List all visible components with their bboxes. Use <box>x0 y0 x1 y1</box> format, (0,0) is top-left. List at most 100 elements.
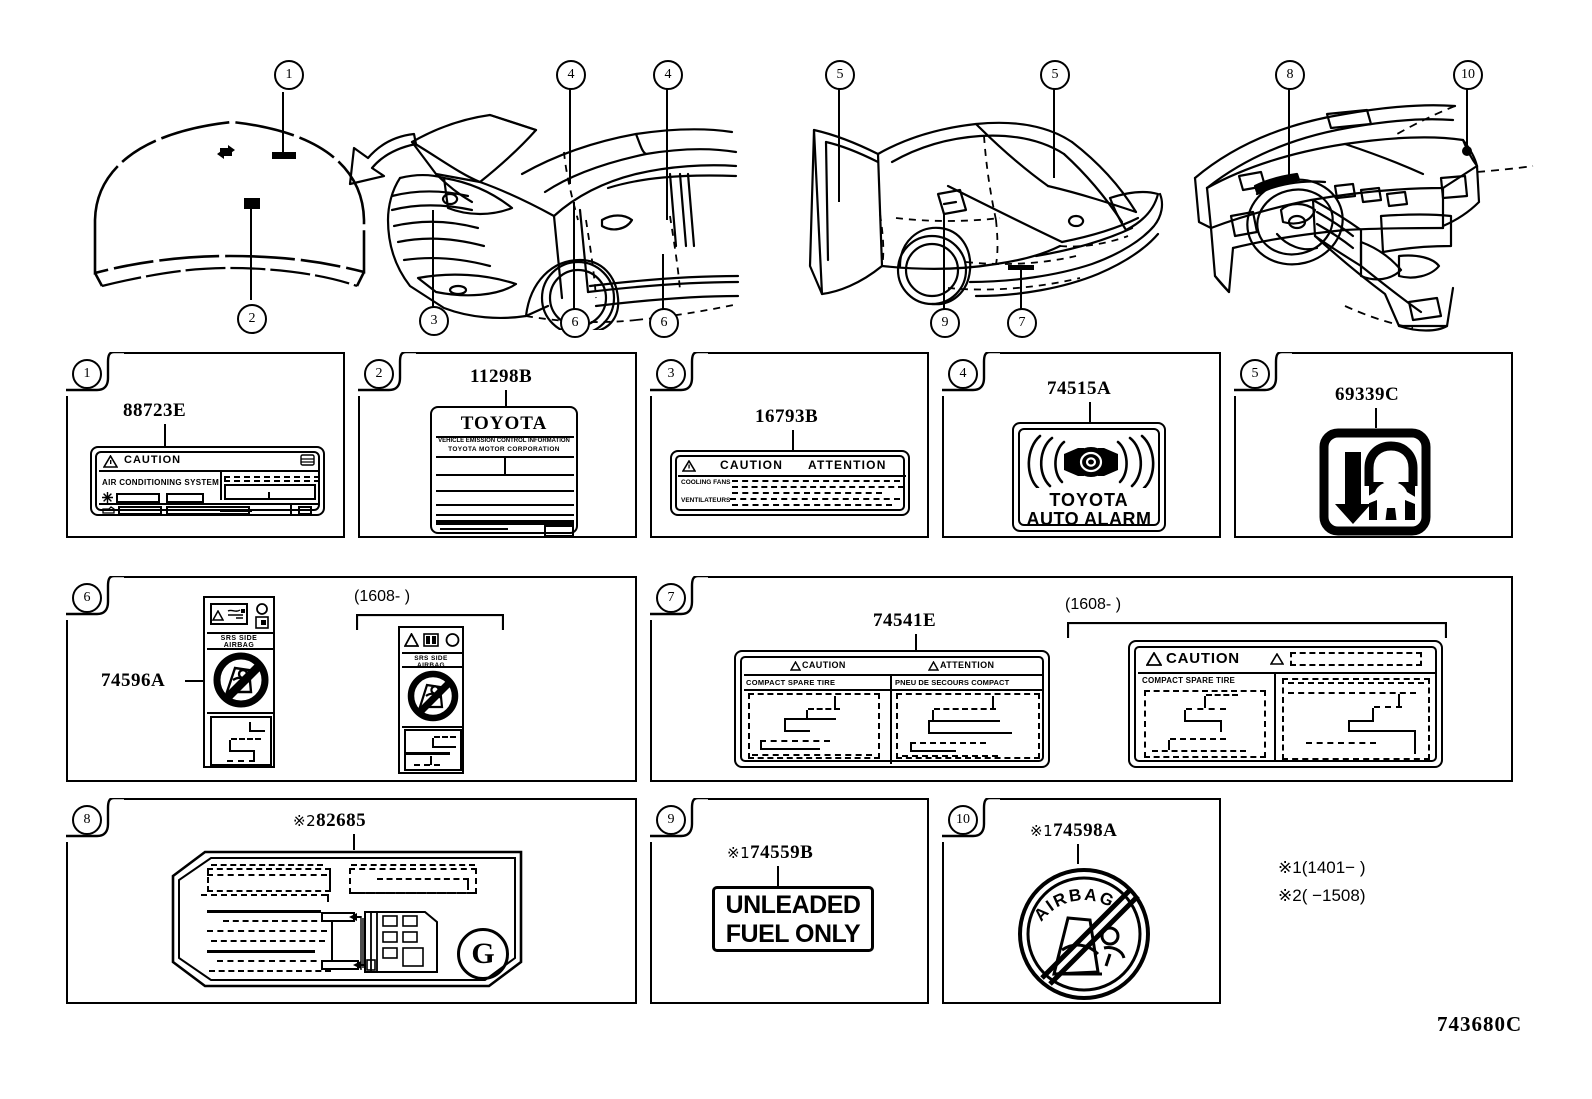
plate-header-rule <box>99 470 320 472</box>
v1-s1 <box>1206 694 1238 696</box>
plate-scribble-1 <box>434 736 456 738</box>
plate-heading: CAUTION <box>1166 650 1240 667</box>
f-l3 <box>211 940 325 942</box>
callout-6a-label: 6 <box>571 315 579 330</box>
fuse-text-block-tl <box>207 868 331 892</box>
warning-triangle-icon-2 <box>1270 653 1284 665</box>
panel-6-number[interactable]: 6 <box>72 583 102 613</box>
plate-row2-label: VENTILATEURS <box>681 497 731 504</box>
callout-bubble-3[interactable]: 3 <box>419 306 449 336</box>
c1-s9 <box>760 748 820 750</box>
panel-7-number[interactable]: 7 <box>656 583 686 613</box>
unleaded-fuel-plate-74559B: UNLEADED FUEL ONLY <box>712 886 874 952</box>
panel-8-number[interactable]: 8 <box>72 805 102 835</box>
footnote-1-mark: ※1 <box>1278 858 1302 877</box>
f-band2 <box>207 950 315 953</box>
v2-s3 <box>1374 706 1402 708</box>
plate-line-2: TOYOTA MOTOR CORPORATION <box>448 446 560 453</box>
warning-triangle-icon-fr <box>928 661 939 671</box>
panel-10-number[interactable]: 10 <box>948 805 978 835</box>
plate-rule-4 <box>436 504 574 506</box>
panel-2-number[interactable]: 2 <box>364 359 394 389</box>
callout-3-label: 3 <box>430 313 438 328</box>
callout-bubble-6a[interactable]: 6 <box>560 308 590 338</box>
plate-col2-text <box>896 693 1040 759</box>
plate-scribble-6 <box>253 750 255 760</box>
callout-bubble-4a[interactable]: 4 <box>556 60 586 90</box>
hood-underside-illustration <box>80 60 380 340</box>
callout-bubble-9[interactable]: 9 <box>930 308 960 338</box>
f-l2 <box>207 930 327 932</box>
panel-1-tab: 1 <box>66 352 125 396</box>
callout-4a-label: 4 <box>567 67 575 82</box>
panel-5-number[interactable]: 5 <box>1240 359 1270 389</box>
callout-bubble-6b[interactable]: 6 <box>649 308 679 338</box>
plate-text-block <box>210 716 272 766</box>
footnote-2-mark: ※2 <box>1278 886 1302 905</box>
plate-col-title-rule <box>744 689 1044 691</box>
plate-col1-title: COMPACT SPARE TIRE <box>1142 676 1236 685</box>
panel-9: 9 ※174559B UNLEADED FUEL ONLY <box>650 798 929 1004</box>
plate-text-block-a <box>224 476 320 482</box>
plate-bottom-box-1 <box>118 506 162 515</box>
callout-4b-label: 4 <box>664 67 672 82</box>
warning-triangle-icon-en <box>790 661 801 671</box>
v2-s1 <box>1288 692 1416 694</box>
callout-bubble-2[interactable]: 2 <box>237 304 267 334</box>
plate-header-rule <box>1138 672 1437 674</box>
plate-header-rule <box>678 475 906 477</box>
callout-bubble-10[interactable]: 10 <box>1453 60 1483 90</box>
plate-step-rule-2 <box>268 498 312 500</box>
callout-bubble-8[interactable]: 8 <box>1275 60 1305 90</box>
callout-bubble-5b[interactable]: 5 <box>1040 60 1070 90</box>
relay-block-art <box>359 908 469 980</box>
footnote-1: ※1(1401− ) <box>1278 858 1366 878</box>
panel-9-part-number: ※174559B <box>727 842 814 863</box>
panel-9-part-leader <box>777 866 779 886</box>
c2-s5 <box>928 720 930 734</box>
plate-heading-fr: ATTENTION <box>808 458 887 472</box>
callout-bubble-5a[interactable]: 5 <box>825 60 855 90</box>
panel-9-number[interactable]: 9 <box>656 805 686 835</box>
v1-s9 <box>1152 750 1246 752</box>
panel-6: 6 74596A (1608- ) SRS SIDE AIRBAG <box>66 576 637 782</box>
v2-s8 <box>1306 742 1376 744</box>
callout-bubble-4b[interactable]: 4 <box>653 60 683 90</box>
emission-plate-11298B: TOYOTA VEHICLE EMISSION CONTROL INFORMAT… <box>430 406 578 537</box>
callout-bubble-7[interactable]: 7 <box>1007 308 1037 338</box>
plate-row1-label: COOLING FANS <box>681 479 731 486</box>
callout-6b-label: 6 <box>660 315 668 330</box>
leader-line-10 <box>1466 84 1468 152</box>
f-tl2 <box>207 874 327 876</box>
callout-7-label: 7 <box>1018 315 1026 330</box>
warning-triangle-icon <box>212 610 224 621</box>
panel-3-number[interactable]: 3 <box>656 359 686 389</box>
c1-s5 <box>784 718 786 732</box>
plate-scribble-5 <box>229 750 255 752</box>
plate-text: SRS SIDE AIRBAG <box>414 655 448 669</box>
panel-5-tab: 5 <box>1234 352 1293 396</box>
plate-value-box-2 <box>166 493 204 503</box>
callout-1-label: 1 <box>285 67 293 82</box>
fuse-text-block-tr <box>349 868 477 894</box>
plate-inner-border <box>1018 428 1160 526</box>
leader-line-5a <box>838 84 840 202</box>
c1-s7 <box>760 740 830 742</box>
panel-4-number[interactable]: 4 <box>948 359 978 389</box>
alarm-siren-icon <box>1024 434 1158 488</box>
warning-triangle-icon <box>103 455 118 468</box>
panel-1: 1 88723E CAUTION AIR CONDITIONING SYSTEM <box>66 352 345 538</box>
plate-step-rule-1 <box>268 492 270 500</box>
c2-s9 <box>910 750 956 752</box>
panel-2: 2 11298B TOYOTA VEHICLE EMISSION CONTROL… <box>358 352 637 538</box>
panel-8: 8 ※282685 <box>66 798 637 1004</box>
leader-line-1 <box>282 92 284 154</box>
plate-scribble-2 <box>432 738 434 748</box>
v1-s6 <box>1220 720 1222 732</box>
panel-5-part-leader <box>1375 408 1377 428</box>
cooling-fan-plate-16793B: CAUTION ATTENTION COOLING FANS VENTILATE… <box>670 450 910 516</box>
panel-7-variant-bracket <box>1067 622 1447 638</box>
callout-bubble-1[interactable]: 1 <box>274 60 304 90</box>
callout-8-label: 8 <box>1286 67 1294 82</box>
panel-1-number[interactable]: 1 <box>72 359 102 389</box>
